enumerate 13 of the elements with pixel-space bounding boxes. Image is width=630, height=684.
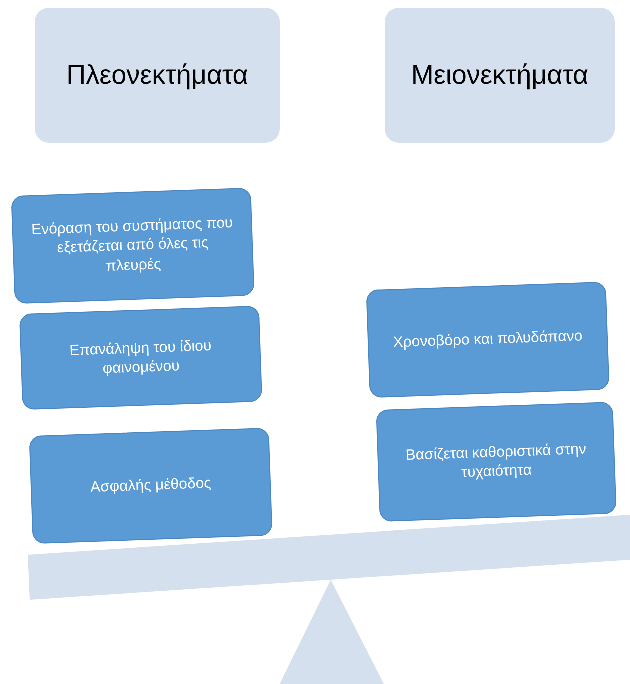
box-label: Χρονοβόρο και πολυδάπανο <box>393 326 583 354</box>
box-label: Ασφαλής μέθοδος <box>90 474 212 498</box>
box-label: Βασίζεται καθοριστικά στην τυχαιότητα <box>404 439 588 484</box>
box-label: Επανάληψη του ίδιου φαινομένου <box>68 336 213 380</box>
item-box <box>11 188 255 304</box>
header-box <box>385 8 615 143</box>
item-box <box>376 402 617 522</box>
item-box <box>19 306 263 410</box>
item-box <box>29 428 273 544</box>
header-box <box>35 8 280 143</box>
box-label: Μειονεκτήματα <box>411 60 589 91</box>
box-label: Ενόραση του συστήματος που εξετάζεται από όλες τις πλευρές <box>31 213 234 277</box>
box-label: Πλεονεκτήματα <box>66 60 248 91</box>
